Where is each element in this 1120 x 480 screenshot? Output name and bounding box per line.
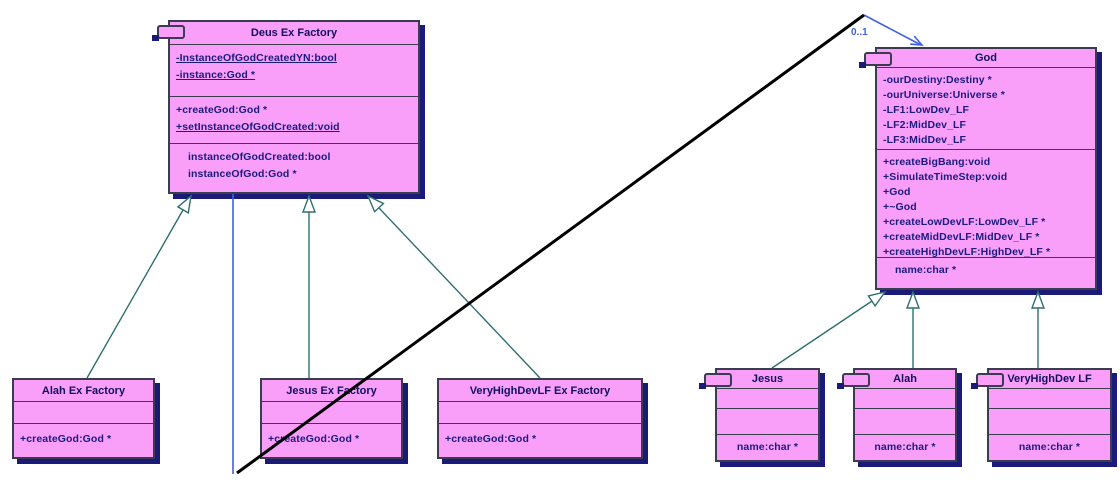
methods-compartment: +createGod:God * [439,424,641,457]
method: +createGod:God * [445,433,537,445]
generalization-alah-factory [86,209,184,379]
class-title: Jesus [751,373,784,385]
association-segment-arrow [863,14,922,46]
property: instanceOfGodCreated:bool [188,151,331,163]
methods-compartment [717,409,818,435]
class-icon [699,373,732,389]
open-arrowhead [910,35,924,46]
methods-compartment: +createGod:God * [262,424,401,457]
attributes-compartment [439,402,641,424]
method: +createGod:God * [176,104,268,116]
class-title: Alah Ex Factory [41,384,126,397]
class-title-bar: Deus Ex Factory [152,22,418,45]
attributes-compartment: -ourDestiny:Destiny * -ourUniverse:Unive… [877,68,1095,150]
method: +God [883,186,911,198]
class-alah[interactable]: Alah name:char * [837,368,957,462]
class-title-bar: VeryHighDev LF [971,370,1110,389]
class-title-bar: VeryHighDevLF Ex Factory [439,380,641,402]
class-icon [859,52,892,68]
class-title: VeryHighDev LF [1007,373,1092,385]
attribute: -InstanceOfGodCreatedYN:bool [176,52,337,64]
triangle-arrowhead [176,194,192,215]
property: name:char * [895,264,957,276]
method: +createLowDevLF:LowDev_LF * [883,216,1046,228]
attributes-compartment [855,389,955,409]
class-jesus[interactable]: Jesus name:char * [699,368,820,462]
attribute: -ourUniverse:Universe * [883,89,1005,101]
triangle-arrowhead [1030,290,1046,309]
class-god[interactable]: God -ourDestiny:Destiny * -ourUniverse:U… [859,47,1097,290]
property: name:char * [874,441,936,453]
property: name:char * [1018,441,1081,453]
method: +~God [883,201,917,213]
attribute: -LF1:LowDev_LF [883,104,969,116]
generalization-vhd-factory [378,207,541,379]
attribute: -ourDestiny:Destiny * [883,74,992,86]
property: instanceOfGod:God * [188,168,297,180]
properties-compartment: instanceOfGodCreated:bool instanceOfGod:… [170,144,418,192]
properties-compartment: name:char * [877,258,1095,288]
triangle-arrowhead [905,290,921,309]
attributes-compartment: -InstanceOfGodCreatedYN:bool -instance:G… [170,45,418,97]
attribute: -instance:God * [176,69,256,81]
triangle-arrowhead [867,290,887,308]
class-title: God [975,52,997,64]
class-title: VeryHighDevLF Ex Factory [469,384,611,397]
properties-compartment: name:char * [717,435,818,460]
methods-compartment: +createBigBang:void +SimulateTimeStep:vo… [877,150,1095,258]
class-icon [971,373,1004,389]
properties-compartment: name:char * [855,435,955,460]
generalization-jesus [771,300,873,369]
attribute: -LF2:MidDev_LF [883,119,967,131]
method: +createHighDevLF:HighDev_LF * [883,246,1051,258]
properties-compartment: name:char * [989,435,1110,460]
class-title-bar: God [859,49,1095,68]
class-title-bar: Alah Ex Factory [14,380,153,402]
property: name:char * [736,441,799,453]
class-veryhighdev-lf[interactable]: VeryHighDev LF name:char * [971,368,1112,462]
class-title-bar: Alah [837,370,955,389]
methods-compartment [989,409,1110,435]
class-icon [152,25,185,41]
class-alah-ex-factory[interactable]: Alah Ex Factory +createGod:God * [12,378,155,459]
class-title: Deus Ex Factory [250,27,338,39]
class-title-bar: Jesus [699,370,818,389]
methods-compartment: +createGod:God * +setInstanceOfGodCreate… [170,97,418,144]
triangle-arrowhead [301,194,317,213]
method: +SimulateTimeStep:void [883,171,1008,183]
attributes-compartment [262,402,401,424]
attributes-compartment [717,389,818,409]
method: +createGod:God * [268,433,360,445]
triangle-arrowhead [366,194,385,213]
methods-compartment [855,409,955,435]
class-title: Jesus Ex Factory [286,384,377,397]
class-jesus-ex-factory[interactable]: Jesus Ex Factory +createGod:God * [260,378,403,459]
method: +createGod:God * [20,433,112,445]
class-icon [837,373,870,389]
attributes-compartment [989,389,1110,409]
method: +createBigBang:void [883,156,991,168]
methods-compartment: +createGod:God * [14,424,153,457]
class-title-bar: Jesus Ex Factory [262,380,401,402]
method: +setInstanceOfGodCreated:void [176,121,340,133]
class-veryhighdevlf-ex-factory[interactable]: VeryHighDevLF Ex Factory +createGod:God … [437,378,643,459]
multiplicity-label: 0..1 [851,27,868,38]
class-title: Alah [893,373,917,385]
attribute: -LF3:MidDev_LF [883,134,967,146]
method: +createMidDevLF:MidDev_LF * [883,231,1040,243]
class-deus-ex-factory[interactable]: Deus Ex Factory -InstanceOfGodCreatedYN:… [152,20,420,194]
attributes-compartment [14,402,153,424]
